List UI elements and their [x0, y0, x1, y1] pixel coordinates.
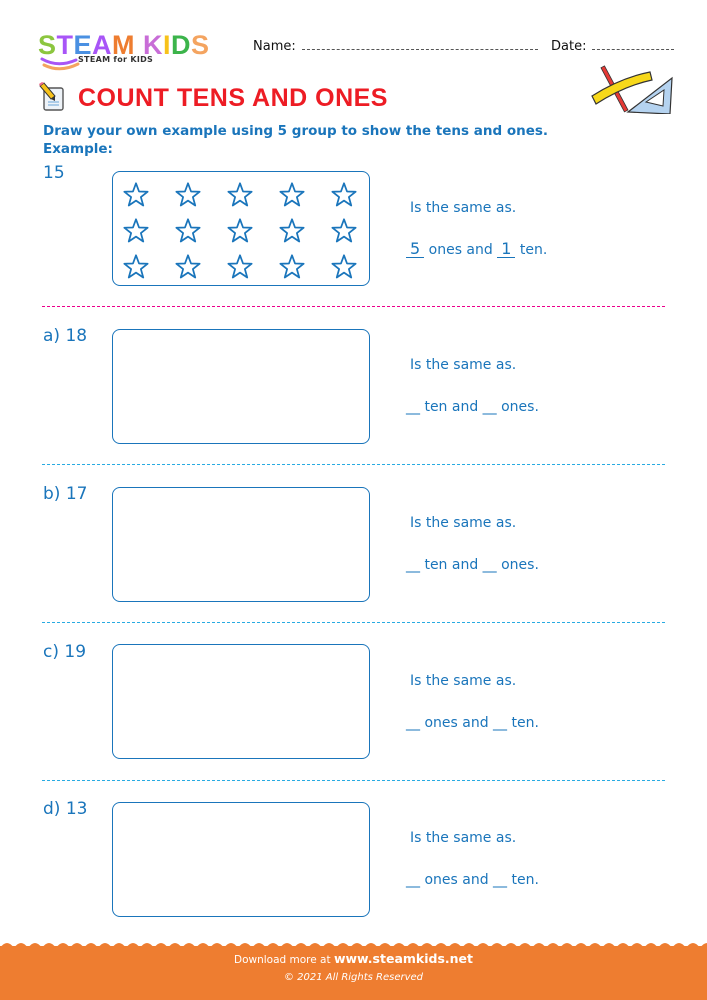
question-c-answer[interactable]: __ ones and __ ten. — [406, 715, 539, 731]
question-c-drawing-box[interactable] — [112, 644, 370, 759]
footer-copyright: © 2021 All Rights Reserved — [283, 972, 424, 983]
question-a-drawing-box[interactable] — [112, 329, 370, 444]
divider — [42, 306, 665, 307]
logo-letter: M — [112, 30, 136, 60]
ruler-pencil-triangle-icon — [591, 65, 673, 114]
star-icon — [279, 254, 305, 279]
divider — [42, 464, 665, 465]
example-label: Example: — [43, 141, 113, 157]
star-icon — [331, 182, 357, 207]
logo-letter: A — [92, 30, 113, 60]
question-d-drawing-box[interactable] — [112, 802, 370, 917]
instruction-text: Draw your own example using 5 group to s… — [43, 123, 549, 139]
footer-download-text: Download more at www.steamkids.net — [0, 951, 707, 966]
example-star-grid — [122, 181, 382, 289]
logo-letter: K — [143, 30, 164, 60]
name-field[interactable]: Name: — [253, 39, 538, 54]
star-icon — [123, 254, 149, 279]
name-line[interactable] — [301, 49, 538, 50]
question-d-same-as: Is the same as. — [410, 830, 517, 846]
star-icon — [227, 218, 253, 243]
date-label: Date: — [551, 39, 587, 54]
question-d-answer[interactable]: __ ones and __ ten. — [406, 872, 539, 888]
example-answer-text: ones and — [424, 242, 498, 258]
date-line[interactable] — [592, 49, 675, 50]
question-c-same-as: Is the same as. — [410, 673, 517, 689]
example-same-as: Is the same as. — [410, 200, 517, 216]
logo-letter: T — [56, 30, 74, 60]
question-b-drawing-box[interactable] — [112, 487, 370, 602]
date-field[interactable]: Date: — [551, 39, 675, 54]
star-icon — [175, 254, 201, 279]
question-b-label: b) 17 — [43, 484, 88, 504]
logo-letter: D — [171, 30, 192, 60]
logo-letter: E — [73, 30, 93, 60]
footer — [0, 946, 707, 1000]
example-answer: 5 ones and 1 ten. — [406, 241, 547, 258]
footer-download-prefix: Download more at — [233, 954, 334, 966]
star-icon — [175, 182, 201, 207]
star-icon — [331, 254, 357, 279]
logo-tagline: STEAM for KIDS — [78, 55, 154, 64]
logo-letter: S — [191, 30, 210, 60]
question-a-same-as: Is the same as. — [410, 357, 517, 373]
star-icon — [175, 218, 201, 243]
question-a-answer[interactable]: __ ten and __ ones. — [406, 399, 539, 415]
example-answer-text: ten. — [515, 242, 548, 258]
example-ones-answer: 5 — [406, 241, 425, 258]
question-d-label: d) 13 — [43, 799, 88, 819]
logo-letter: S — [38, 30, 57, 60]
star-icon — [123, 182, 149, 207]
name-label: Name: — [253, 39, 296, 54]
logo-swoosh-icon — [40, 57, 80, 71]
footer-site-link[interactable]: www.steamkids.net — [333, 951, 473, 966]
divider — [42, 622, 665, 623]
star-icon — [123, 218, 149, 243]
star-icon — [227, 182, 253, 207]
star-icon — [279, 218, 305, 243]
logo-letter: I — [163, 30, 172, 60]
example-tens-answer: 1 — [497, 241, 516, 258]
question-b-same-as: Is the same as. — [410, 515, 517, 531]
pencil-paper-icon — [39, 82, 64, 111]
star-icon — [331, 218, 357, 243]
star-icon — [227, 254, 253, 279]
page-title: COUNT TENS AND ONES — [78, 84, 388, 112]
example-drawing-box — [112, 171, 370, 286]
question-b-answer[interactable]: __ ten and __ ones. — [406, 557, 539, 573]
star-icon — [279, 182, 305, 207]
example-number: 15 — [43, 163, 65, 183]
question-c-label: c) 19 — [43, 642, 87, 662]
footer-scallop-edge — [0, 938, 707, 948]
divider — [42, 780, 665, 781]
question-a-label: a) 18 — [43, 326, 88, 346]
